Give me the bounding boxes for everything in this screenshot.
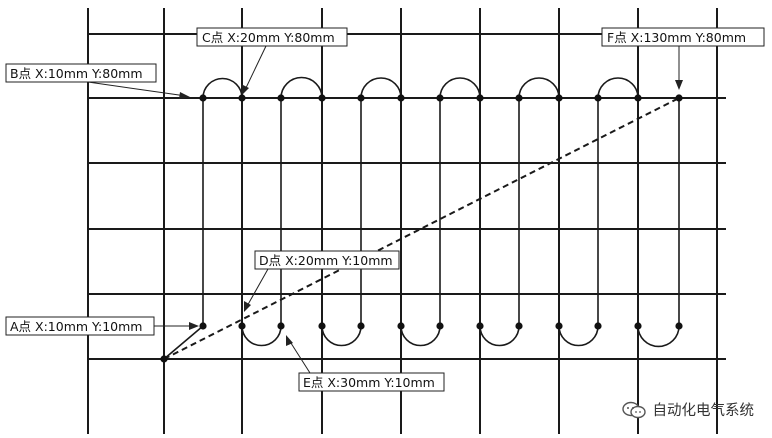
label-a-text: A点 X:10mm Y:10mm xyxy=(10,319,142,334)
path-point xyxy=(277,322,285,330)
label-e-arrow-icon xyxy=(286,335,293,346)
label-b-text: B点 X:10mm Y:80mm xyxy=(10,66,143,81)
wechat-icon xyxy=(621,401,646,418)
label-c-leader xyxy=(243,45,267,93)
path-point xyxy=(515,322,523,330)
path-point xyxy=(476,322,484,330)
path-point xyxy=(476,94,484,102)
path-point xyxy=(675,322,683,330)
path-point xyxy=(357,94,365,102)
label-f-arrow-icon xyxy=(675,80,683,90)
label-d-arrow-icon xyxy=(244,301,251,312)
path-point xyxy=(594,94,602,102)
path-point xyxy=(199,322,207,330)
label-e: E点 X:30mm Y:10mm xyxy=(286,335,445,392)
path-point xyxy=(199,94,207,102)
path-point xyxy=(515,94,523,102)
path-point xyxy=(555,322,563,330)
label-f-text: F点 X:130mm Y:80mm xyxy=(607,30,746,45)
label-d-box xyxy=(254,250,400,270)
label-b-leader xyxy=(87,81,187,97)
label-e-text: E点 X:30mm Y:10mm xyxy=(303,375,435,390)
path-points xyxy=(160,94,683,363)
label-d: D点 X:20mm Y:10mm xyxy=(244,250,400,312)
path-point xyxy=(238,322,246,330)
path-point xyxy=(675,94,683,102)
label-c: C点 X:20mm Y:80mm xyxy=(196,27,348,95)
grid xyxy=(87,8,726,434)
label-b: B点 X:10mm Y:80mm xyxy=(5,63,190,99)
label-f: F点 X:130mm Y:80mm xyxy=(601,27,765,90)
path-point xyxy=(594,322,602,330)
path-point xyxy=(436,94,444,102)
label-e-leader xyxy=(288,339,311,374)
path-point xyxy=(397,94,405,102)
watermark: 自动化电气系统 xyxy=(621,399,755,420)
label-d-text: D点 X:20mm Y:10mm xyxy=(259,253,393,268)
path-point xyxy=(397,322,405,330)
label-c-text: C点 X:20mm Y:80mm xyxy=(202,30,335,45)
label-b-box xyxy=(5,63,157,83)
path-point xyxy=(436,322,444,330)
diagonal-dashed-line xyxy=(163,97,680,360)
path-point xyxy=(634,322,642,330)
path-point xyxy=(318,94,326,102)
path-point xyxy=(238,94,246,102)
label-c-arrow-icon xyxy=(241,84,249,95)
label-c-box xyxy=(196,27,348,47)
label-d-leader xyxy=(245,268,269,309)
label-f-box xyxy=(601,27,765,47)
serpentine-path xyxy=(163,76,680,360)
label-b-arrow-icon xyxy=(179,92,190,99)
label-a: A点 X:10mm Y:10mm xyxy=(5,316,199,336)
path-point xyxy=(555,94,563,102)
path-point xyxy=(277,94,285,102)
watermark-text: 自动化电气系统 xyxy=(652,403,755,419)
path-point xyxy=(357,322,365,330)
path-point xyxy=(318,322,326,330)
path-point xyxy=(634,94,642,102)
label-e-box xyxy=(298,372,445,392)
label-a-arrow-icon xyxy=(189,322,199,330)
start-point xyxy=(160,355,168,363)
